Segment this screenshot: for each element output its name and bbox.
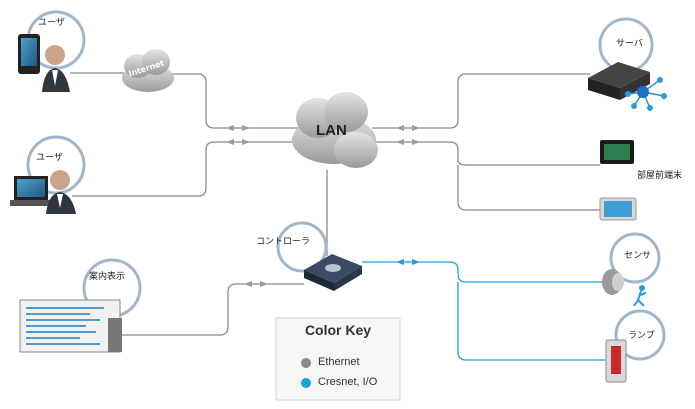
line-internet-lan <box>170 73 298 129</box>
line-lan-terminal2 <box>457 165 600 211</box>
color-key-ethernet-label: Ethernet <box>318 356 360 368</box>
cresnet-swatch <box>301 378 311 388</box>
label-user-top: ユーザ <box>38 18 65 28</box>
internet-cloud <box>122 49 174 92</box>
label-user-mid: ユーザ <box>36 153 63 163</box>
user-mid-icon <box>10 170 76 214</box>
lan-cloud <box>292 92 378 168</box>
color-key-panel <box>275 317 401 401</box>
ring-user-mid <box>26 135 86 195</box>
label-controller: コントローラ <box>256 237 311 247</box>
ethernet-swatch <box>301 358 311 368</box>
cresnet-lines <box>362 261 606 361</box>
ethernet-arrows <box>226 125 420 287</box>
ring-sensor <box>609 232 661 284</box>
ring-controller <box>276 221 328 273</box>
ethernet-lines <box>70 72 600 336</box>
line-controller-sensor <box>362 261 602 283</box>
cresnet-arrows <box>396 259 420 265</box>
label-rings <box>26 10 666 361</box>
line-user2-lan <box>72 141 300 197</box>
label-signage: 案内表示 <box>89 272 126 282</box>
ring-lamp <box>614 309 666 361</box>
label-lan: LAN <box>316 122 347 139</box>
line-controller-lamp <box>457 282 606 361</box>
label-server: サーバ <box>616 39 643 49</box>
sensor-icon <box>602 269 647 307</box>
label-lamp: ランプ <box>628 331 655 341</box>
room-terminal-icons <box>599 140 637 221</box>
line-controller-signage <box>118 283 304 336</box>
line-lan-terminal1 <box>372 141 600 166</box>
color-key-title: Color Key <box>304 322 372 338</box>
signage-icon <box>19 299 122 353</box>
label-sensor: センサ <box>624 251 652 261</box>
server-icon <box>588 62 667 111</box>
line-lan-server <box>372 73 590 129</box>
color-key-cresnet-label: Cresnet, I/O <box>318 376 378 388</box>
lamp-icon <box>605 339 627 383</box>
user-top-icon <box>18 34 70 92</box>
controller-icon <box>304 254 362 291</box>
label-room-terminal: 部屋前端末 <box>637 171 683 181</box>
